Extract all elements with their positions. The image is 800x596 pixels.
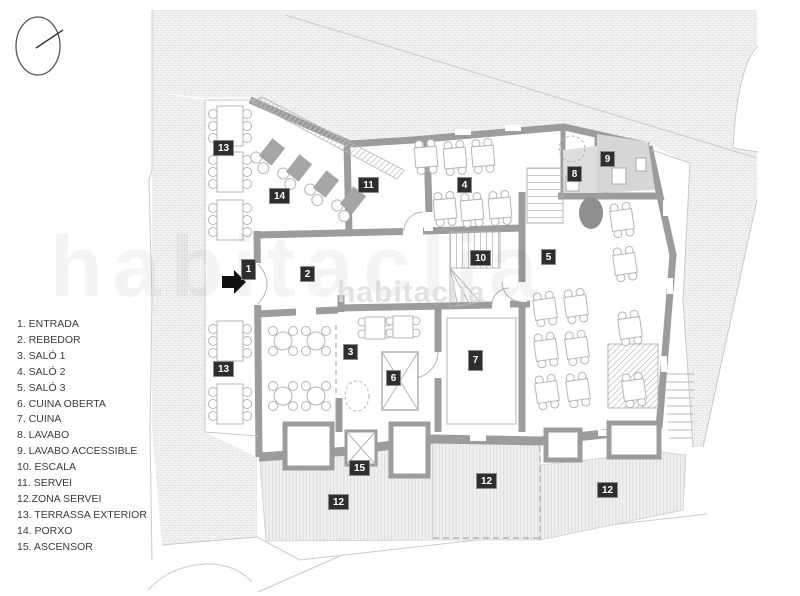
room-label-zona-servei: 12 — [476, 473, 497, 489]
legend-item: 1. ENTRADA — [17, 318, 79, 330]
doors — [252, 125, 673, 441]
terrace — [204, 99, 259, 437]
legend-item: 13. TERRASSA EXTERIOR — [17, 508, 147, 521]
watermark-large: habitaclia — [50, 218, 770, 317]
legend-item: 4. SALÓ 2 — [17, 365, 66, 378]
room-label-escala: 10 — [470, 250, 491, 266]
legend-item: 15. ASCENSOR — [17, 540, 93, 553]
legend-item: 2. REBEDOR — [17, 333, 81, 346]
room-label-salo2: 4 — [457, 177, 472, 193]
legend-item: 7. CUINA — [17, 413, 62, 426]
room-label-entrada: 1 — [241, 259, 256, 280]
north-indicator-icon — [15, 16, 64, 76]
room-label-lavabo-acc: 9 — [600, 151, 615, 167]
room-label-cuina: 7 — [468, 350, 483, 371]
room-label-servei: 11 — [358, 177, 379, 193]
room-label-salo1: 3 — [343, 344, 358, 360]
room-label-rebedor: 2 — [300, 266, 315, 282]
legend-item: 5. SALÓ 3 — [17, 381, 66, 394]
legend-item: 14. PORXO — [17, 524, 73, 537]
legend-item: 3. SALÓ 1 — [17, 349, 66, 362]
legend-item: 9. LAVABO ACCESSIBLE — [17, 445, 138, 458]
room-label-porxo: 14 — [269, 188, 290, 204]
room-label-zona-servei: 12 — [597, 482, 618, 498]
room-label-lavabo: 8 — [567, 166, 582, 182]
bottom-niches — [282, 420, 662, 479]
legend-item: 8. LAVABO — [17, 429, 70, 442]
room-label-terrassa: 13 — [213, 361, 234, 377]
room-label-salo3: 5 — [541, 249, 556, 265]
porch — [245, 96, 405, 225]
room-label-cuina-oberta: 6 — [386, 370, 401, 386]
watermark: habitaclia — [337, 276, 486, 309]
legend-item: 6. CUINA OBERTA — [17, 397, 106, 410]
legend-item: 11. SERVEI — [17, 477, 73, 490]
room-label-ascensor: 15 — [349, 460, 370, 476]
room-label-terrassa: 13 — [213, 140, 234, 156]
entrance-arrow-icon — [222, 270, 246, 294]
legend-item: 12.ZONA SERVEI — [17, 492, 102, 505]
trees — [344, 135, 603, 412]
legend-item: 10. ESCALA — [17, 461, 76, 474]
legend: 1. ENTRADA 2. REBEDOR 3. SALÓ 1 4. SALÓ … — [17, 317, 147, 556]
room-label-zona-servei: 12 — [328, 494, 349, 510]
